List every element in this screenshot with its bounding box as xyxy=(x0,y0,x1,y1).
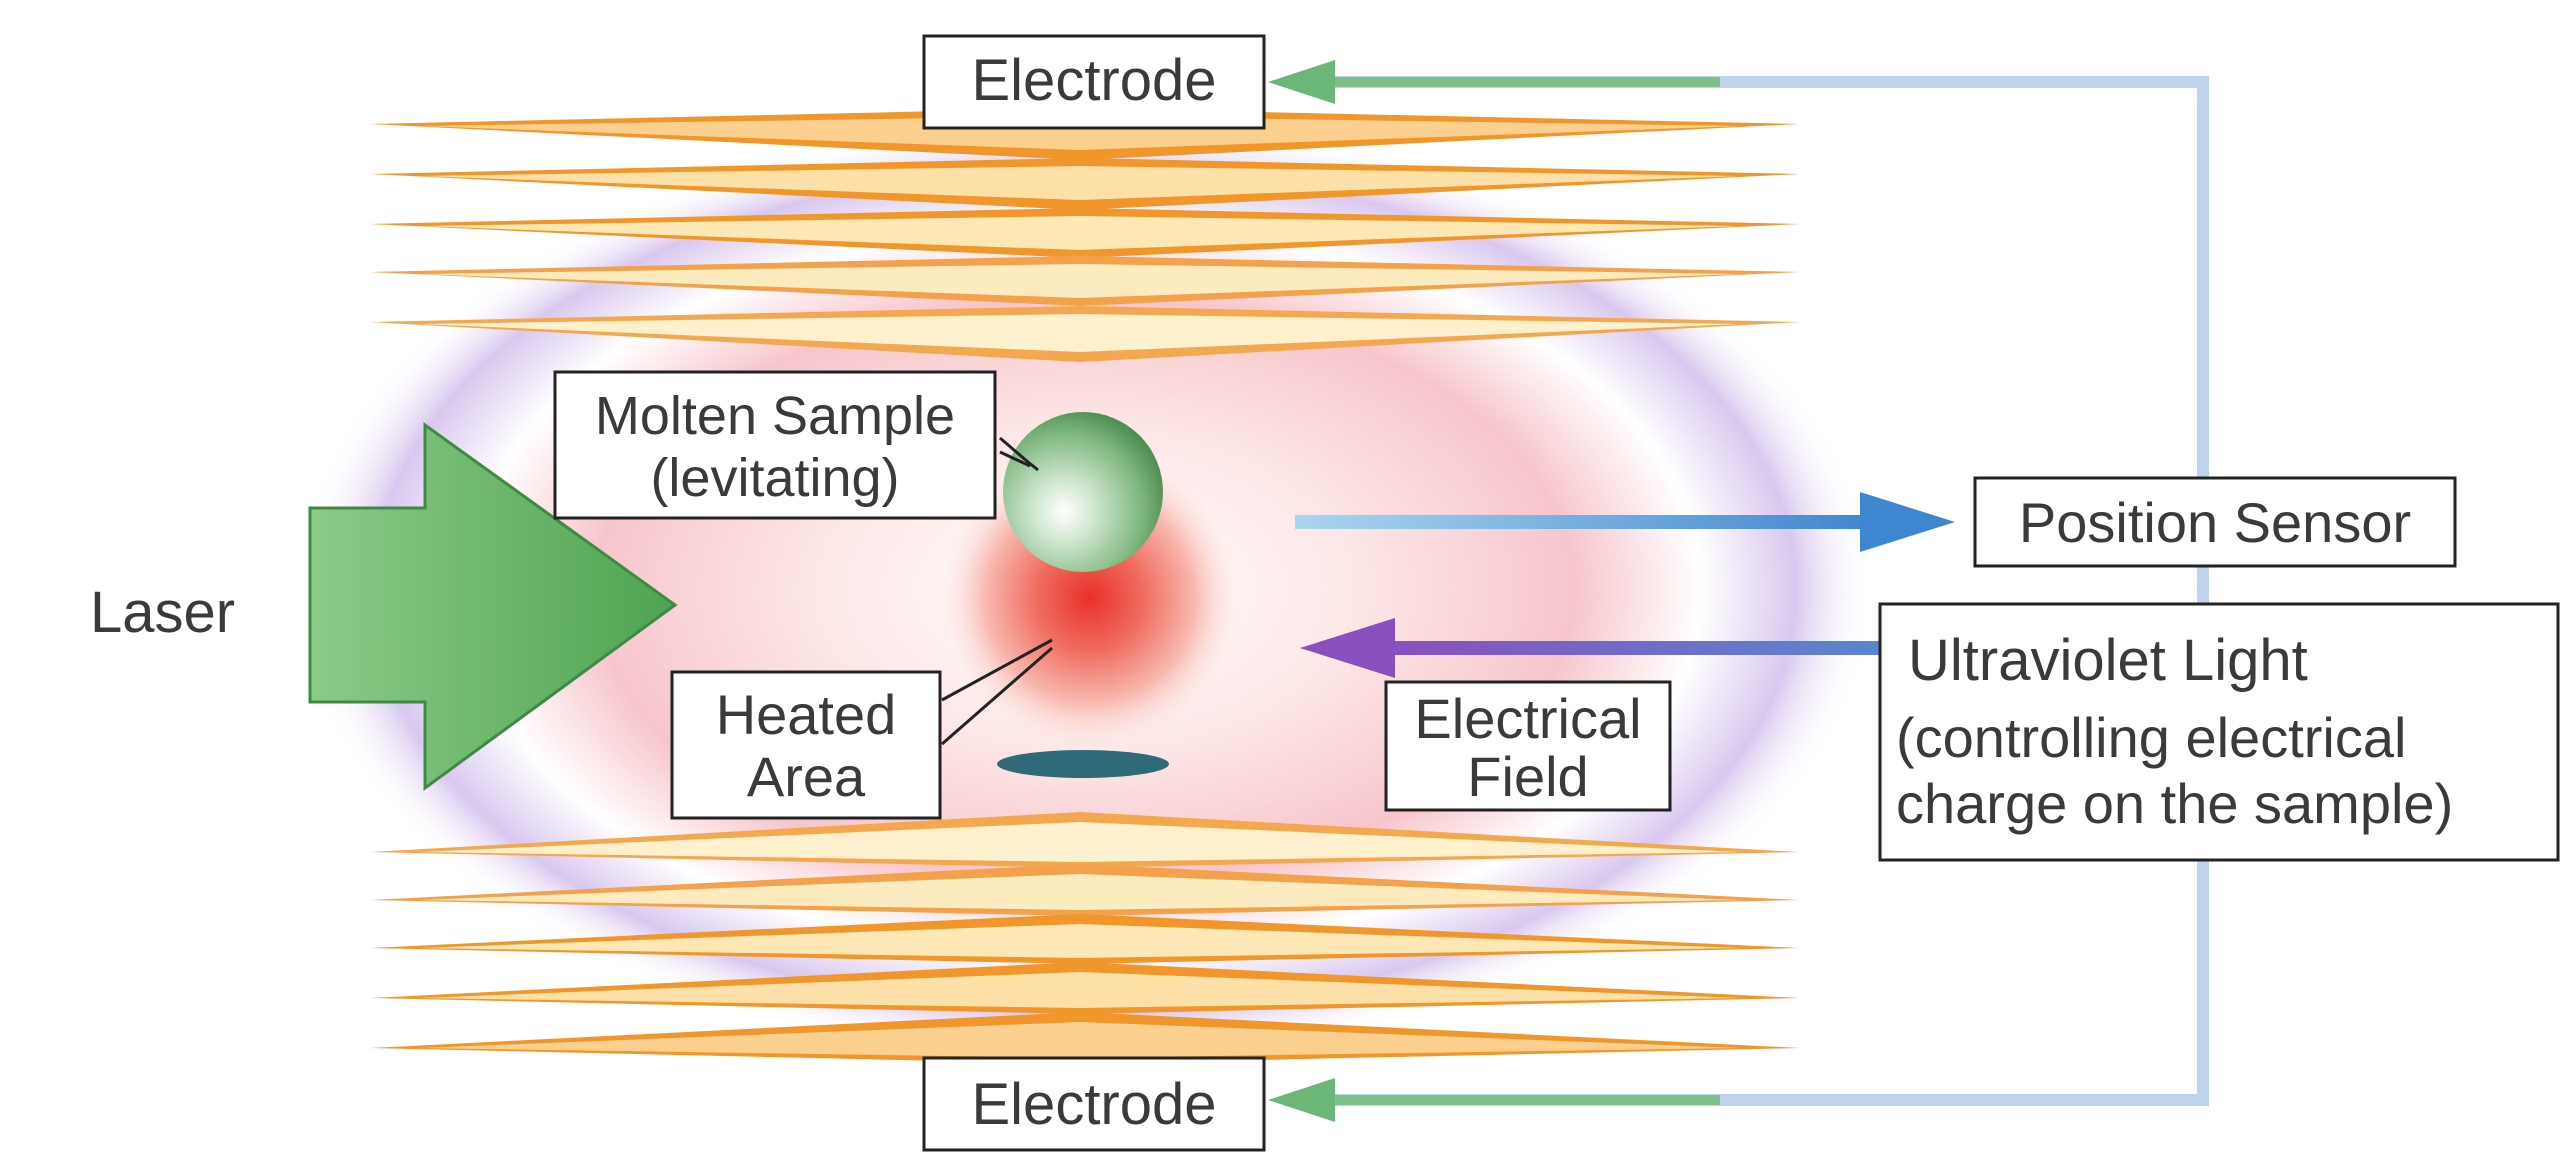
electrode-top-label: Electrode xyxy=(922,34,1266,130)
ultraviolet-text-line3: charge on the sample) xyxy=(1896,772,2453,835)
position-sensor-label: Position Sensor xyxy=(1973,476,2457,568)
ultraviolet-text-line2: (controlling electrical xyxy=(1896,706,2406,769)
ultraviolet-text-line1: Ultraviolet Light xyxy=(1908,628,2308,693)
heated-area-leader-2 xyxy=(941,646,1053,746)
heated-area-leader xyxy=(941,638,1053,702)
electrode-bottom-feedback-arrow xyxy=(1268,1078,1720,1122)
feedback-wire xyxy=(1285,76,2209,1106)
electrode-top-plates xyxy=(370,108,1800,362)
molten-sample-leader xyxy=(999,436,1039,472)
electrode-bottom-label: Electrode xyxy=(922,1056,1266,1152)
laser-label: Laser xyxy=(90,580,235,645)
electrode-top-text: Electrode xyxy=(971,48,1216,113)
heated-area-text-line2: Area xyxy=(747,745,866,808)
sample-shadow xyxy=(997,750,1169,778)
molten-sample-sphere xyxy=(1003,412,1163,572)
electrical-field-label: Electrical Field xyxy=(1384,680,1672,812)
molten-sample-text-line1: Molten Sample xyxy=(595,386,955,446)
heated-area-label: Heated Area xyxy=(670,670,942,820)
position-sensor-text: Position Sensor xyxy=(2019,491,2411,554)
molten-sample-label: Molten Sample (levitating) xyxy=(553,370,997,520)
electrical-field-text-line2: Field xyxy=(1467,745,1588,808)
molten-sample-leader-2 xyxy=(999,450,1031,468)
electrode-top-feedback-arrow xyxy=(1268,60,1720,104)
uv-electrical-field-arrow xyxy=(1300,618,1880,678)
electrode-bottom-plates xyxy=(370,812,1800,1064)
electrical-field-text-line1: Electrical xyxy=(1414,687,1641,750)
laser-arrow xyxy=(308,422,678,791)
electrode-bottom-text: Electrode xyxy=(971,1072,1216,1137)
molten-sample-text-line2: (levitating) xyxy=(650,448,899,508)
ultraviolet-light-label: Ultraviolet Light (controlling electrica… xyxy=(1878,602,2560,862)
heated-area-text-line1: Heated xyxy=(716,683,897,746)
position-sensor-arrow xyxy=(1295,492,1955,552)
